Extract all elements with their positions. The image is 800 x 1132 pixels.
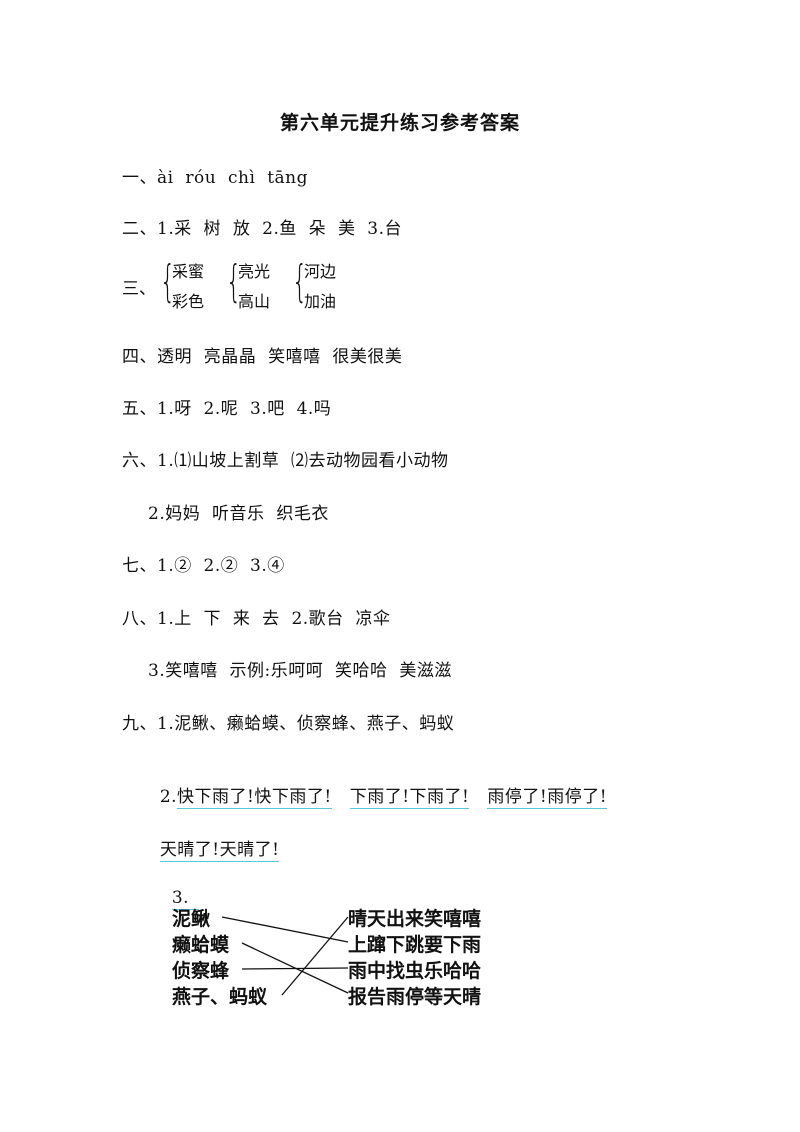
word-pair-bottom: 加油 (304, 292, 337, 311)
answer-2: 二、1.采 树 放 2.鱼 朵 美 3.台 (122, 219, 403, 239)
match-line-4 (281, 916, 349, 996)
match-left-3: 侦察蜂 (172, 960, 230, 982)
sub-3-label: 3. (171, 888, 200, 910)
matching-lines (221, 916, 349, 996)
brace-icon: { (226, 256, 242, 307)
match-line-3 (241, 967, 349, 970)
answer-9-prefix: 2. (159, 787, 178, 807)
answer-8-line-2: 3.笑嘻嘻 示例:乐呵呵 笑哈哈 美滋滋 (148, 661, 452, 681)
answer-3: 三、 { 采蜜 彩色 { 亮光 高山 { 河边 加油 (122, 258, 362, 314)
match-right-3: 雨中找虫乐哈哈 (348, 960, 482, 982)
answer-4: 四、透明 亮晶晶 笑嘻嘻 很美很美 (122, 347, 403, 367)
match-right-1: 晴天出来笑嘻嘻 (348, 908, 482, 930)
brace-icon: { (160, 256, 176, 307)
word-pair-top: 亮光 (238, 262, 271, 281)
brace-icon: { (292, 256, 308, 307)
answer-3-label: 三、 (122, 279, 156, 299)
sound-phrase-3: 雨停了!雨停了! (487, 787, 608, 809)
match-line-1 (221, 916, 349, 943)
word-pair-bottom: 彩色 (172, 292, 205, 311)
match-right-2: 上蹿下跳要下雨 (348, 934, 482, 956)
sound-phrase-1: 快下雨了!快下雨了! (177, 787, 332, 809)
answer-5: 五、1.呀 2.呢 3.吧 4.吗 (122, 399, 332, 419)
answer-9-line-1: 九、1.泥鳅、癞蛤蟆、侦察蜂、燕子、蚂蚁 (122, 714, 455, 734)
word-pair-top: 河边 (304, 262, 337, 281)
sound-phrase-2: 下雨了!下雨了! (349, 787, 470, 809)
word-pair-top: 采蜜 (172, 262, 205, 281)
page-title: 第六单元提升练习参考答案 (279, 112, 520, 134)
answer-6-line-2: 2.妈妈 听音乐 织毛衣 (148, 504, 329, 524)
answer-6-line-1: 六、1.⑴山坡上割草 ⑵去动物园看小动物 (122, 451, 449, 471)
answer-7: 七、1.② 2.② 3.④ (122, 556, 285, 576)
sound-phrase-4: 天晴了!天晴了! (159, 840, 280, 862)
answer-8-line-1: 八、1.上 下 来 去 2.歌台 凉伞 (122, 609, 391, 629)
answer-9-sub-3: 3. (160, 868, 200, 910)
matching-exercise: 泥鳅 癞蛤蟆 侦察蜂 燕子、蚂蚁 晴天出来笑嘻嘻 上蹿下跳要下雨 雨中找虫乐哈哈… (172, 900, 512, 1010)
answer-9-line-2: 2.快下雨了!快下雨了! 下雨了!下雨了! 雨停了!雨停了! (148, 762, 608, 809)
answer-9-line-3: 天晴了!天晴了! (148, 815, 280, 862)
match-left-2: 癞蛤蟆 (172, 934, 230, 956)
match-right-4: 报告雨停等天晴 (348, 986, 482, 1008)
answer-1: 一、ài róu chì tāng (122, 168, 309, 188)
match-left-4: 燕子、蚂蚁 (172, 986, 268, 1008)
match-left-1: 泥鳅 (172, 908, 211, 930)
word-pair-bottom: 高山 (238, 292, 271, 311)
